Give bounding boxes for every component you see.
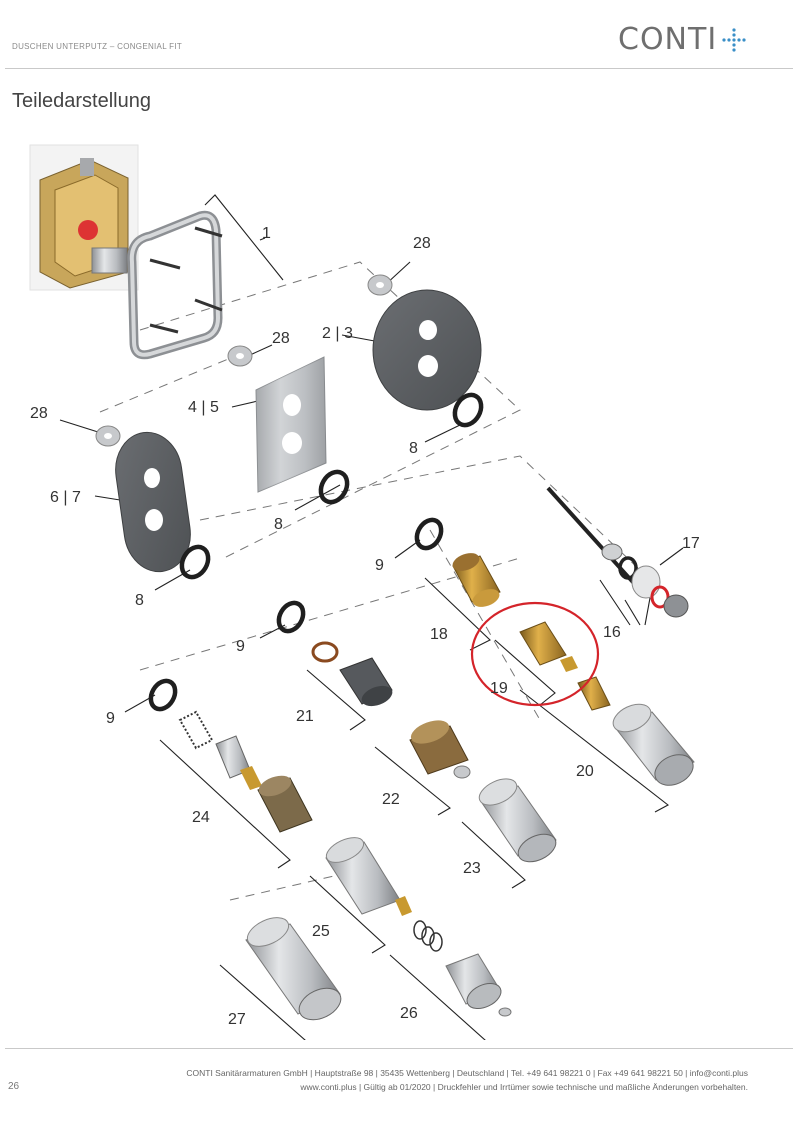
label-24: 24 [192,809,210,826]
washer-28-c [95,425,121,447]
highlight-circle [470,601,600,707]
label-28c: 28 [30,405,48,422]
footer-legal-info: www.conti.plus | Gültig ab 01/2020 | Dru… [300,1082,748,1092]
label-27: 27 [228,1011,246,1028]
label-4-5: 4 | 5 [188,399,219,416]
footer-divider [5,1048,793,1049]
header-divider [5,68,793,69]
mounting-box-photo [29,144,139,291]
round-cover-plate [372,289,482,411]
washer-28-b [227,345,253,367]
label-9c: 9 [106,710,115,727]
plus-icon [722,27,746,52]
part-27 [245,917,342,1021]
label-1: 1 [262,225,271,242]
part-26 [413,920,512,1017]
part-22 [409,720,471,779]
conti-logo: CONTI [618,22,747,57]
page-title: Teiledarstellung [12,90,151,112]
label-28a: 28 [413,235,431,252]
label-16: 16 [603,624,621,641]
label-25: 25 [312,923,330,940]
label-8b: 8 [274,516,283,533]
footer-company-info: CONTI Sanitärarmaturen GmbH | Hauptstraß… [186,1068,748,1078]
mounting-frame [127,210,223,360]
chrome-handle-20 [612,703,695,786]
part-25 [325,837,412,916]
header-subtitle: DUSCHEN UNTERPUTZ – CONGENIAL FIT [12,42,183,51]
exploded-parts-diagram: 1 28 28 28 2 | 3 4 | 5 6 | 7 8 8 8 9 9 9… [29,144,700,1040]
label-17: 17 [682,535,700,552]
brass-cartridge-18 [452,553,501,607]
rod-assembly-17 [546,486,689,618]
part-number-labels: 1 28 28 28 2 | 3 4 | 5 6 | 7 8 8 8 9 9 9… [30,225,700,1028]
label-28b: 28 [272,330,290,347]
part-24 [178,710,313,833]
o-rings [148,392,484,712]
square-cover-plate [255,356,327,493]
part-23 [478,778,557,863]
page-number: 26 [8,1081,20,1092]
label-20: 20 [576,763,594,780]
label-21: 21 [296,708,314,725]
label-22: 22 [382,791,400,808]
washer-28-a [367,274,393,296]
label-19: 19 [490,680,508,697]
logo-text: CONTI [618,22,718,57]
label-9b: 9 [236,638,245,655]
label-8c: 8 [135,592,144,609]
label-26: 26 [400,1005,418,1022]
leader-lines [59,194,684,1040]
label-6-7: 6 | 7 [50,489,81,506]
assembly-guides [99,261,641,901]
label-23: 23 [463,860,481,877]
label-9a: 9 [375,557,384,574]
part-21 [311,641,393,707]
label-8a: 8 [409,440,418,457]
oval-cover-plate [115,431,191,573]
label-18: 18 [430,626,448,643]
label-2-3: 2 | 3 [322,325,353,342]
